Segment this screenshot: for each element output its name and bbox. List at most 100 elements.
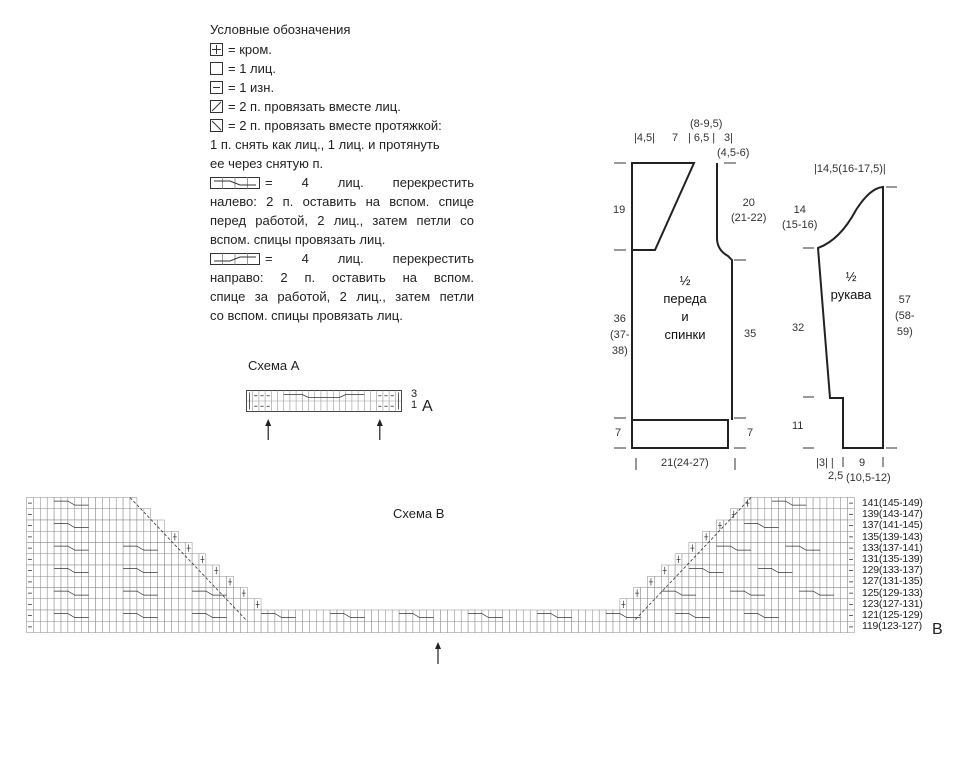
chart-b-cell [481,621,490,633]
chart-b-cell [102,609,110,622]
chart-b-cell [288,621,296,633]
chart-b-cell [33,609,41,622]
chart-b-cell [46,598,55,611]
chart-b-cell [129,587,138,599]
chart-b-cell [840,576,848,588]
chart-b-cell [40,598,48,611]
chart-b-cell [143,587,151,599]
chart-b-cell [53,542,62,554]
chart-b-cell [322,621,331,633]
chart-b-cell [143,564,151,577]
chart-b-cell [122,531,131,543]
chart-b-cell [812,508,821,521]
chart-b-cell [778,531,786,543]
legend-title: Условные обозначения [210,22,351,37]
chart-b-cell [198,609,207,622]
chart-b-cell [150,564,158,577]
chart-b-cell [495,609,503,622]
chart-b-cell [654,609,662,622]
chart-b-cell [688,576,697,588]
chart-b-cell [74,553,82,566]
chart-b-cell [150,576,158,588]
chart-b-cell [40,497,48,509]
chart-b-cell [157,621,165,633]
cable-mark [192,590,227,596]
chart-b-cell [743,531,752,543]
chart-b-cell [805,519,814,532]
dim-armhole-range: (4,5-6) [717,147,750,159]
chart-b-cell [178,576,186,588]
chart-b-cell [736,587,745,599]
legend-text: = 4 лиц. перекрестить [265,251,474,266]
chart-b-cell [88,598,96,611]
chart-b-cell [109,598,117,611]
chart-b-cell [502,621,510,633]
cable-mark [54,545,89,551]
chart-b-cell [109,519,117,532]
k2tog-symbol-icon [210,100,223,113]
chart-b-cell [426,609,434,622]
chart-b-cell [785,598,793,611]
chart-b-cell [88,621,96,633]
chart-b-cell [74,508,82,521]
dim-sleeve-top: |14,5(16-17,5)| [814,163,886,175]
chart-b-cell [205,576,214,588]
chart-b-cell [695,553,703,566]
chart-b-cell [171,598,179,611]
chart-b-cell [647,587,655,599]
chart-b-cell [716,598,724,611]
chart-b-cell [81,576,89,588]
chart-b-cell [60,542,69,554]
chart-b-cell [785,587,793,599]
chart-b-cell [826,531,835,543]
chart-b-cell [750,598,759,611]
chart-b-cell [805,531,814,543]
chart-b-cell [771,609,779,622]
chart-b-cell [74,497,82,509]
dim-armhole-edge: 3| [724,132,733,144]
chart-b-cell [95,542,103,554]
chart-b-cell [771,553,779,566]
chart-b-cell [757,621,766,633]
chart-b-cell [757,564,766,577]
chart-b-cell [826,553,835,566]
chart-b-cell [674,564,683,577]
chart-b-cell [115,576,124,588]
legend-item-knit: = 1 лиц. [210,59,474,78]
ssk-description-line: ее через снятую п. [210,156,324,171]
chart-b-cell [40,553,48,566]
chart-b-cell [122,598,131,611]
chart-b-cell [184,598,193,611]
chart-b-cell [460,621,469,633]
chart-b-cell [757,542,766,554]
chart-b-cell [812,497,821,509]
chart-b-cell [157,564,165,577]
chart-b-row-label: 127(131-135) [862,575,923,588]
chart-b-cell [799,576,807,588]
chart-b-cell [53,576,62,588]
chart-b-cell [509,609,517,622]
chart-b-cell [819,621,828,633]
chart-b-cell [212,587,220,599]
chart-b-cell [102,497,110,509]
chart-b-cell [778,497,786,509]
chart-b-cell [764,587,772,599]
chart-b-cell [74,519,82,532]
chart-b-cell [391,609,400,622]
chart-b-cell [743,609,752,622]
chart-b-cell [102,531,110,543]
chart-b-cell [109,531,117,543]
chart-b-cell [819,576,828,588]
chart-b-cell [778,508,786,521]
chart-b-cell [171,621,179,633]
chart-b-cell [40,587,48,599]
chart-b-cell [191,598,200,611]
chart-b-cell [198,576,207,588]
chart-b-cell [736,508,745,521]
chart-b-cell [309,621,317,633]
chart-b-cell [743,598,752,611]
chart-b-title: Схема В [393,506,445,521]
chart-b-cell [730,553,738,566]
chart-b-cell [495,621,503,633]
chart-b-cell [771,497,779,509]
